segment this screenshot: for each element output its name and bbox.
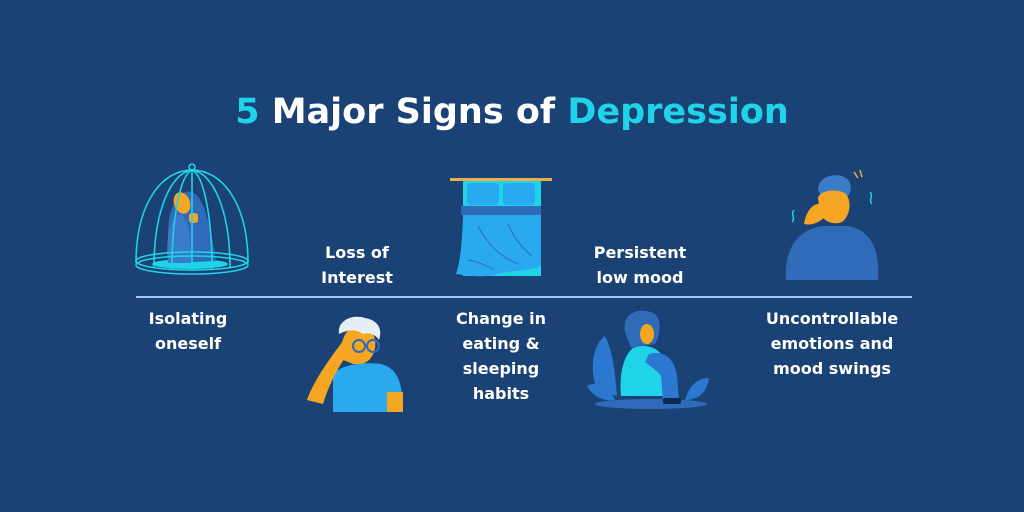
title-number: 5 bbox=[235, 92, 260, 132]
page-title: 5 Major Signs of Depression bbox=[0, 92, 1024, 132]
sitting-sad-woman-icon bbox=[585, 306, 713, 410]
sign-persistent-low-mood: Persistent low mood bbox=[593, 243, 687, 287]
distressed-person-icon bbox=[782, 168, 882, 280]
sign-uncontrollable-emotions: Uncontrollable emotions and mood swings bbox=[765, 309, 899, 378]
title-highlight: Depression bbox=[567, 92, 789, 132]
sign-isolating-oneself: Isolating oneself bbox=[148, 309, 228, 353]
sign-change-in-eating-sleeping: Change in eating & sleeping habits bbox=[455, 309, 547, 403]
sign-loss-of-interest: Loss of Interest bbox=[321, 243, 393, 287]
timeline-divider bbox=[136, 296, 912, 298]
unmade-bed-icon bbox=[448, 176, 554, 282]
title-middle: Major Signs of bbox=[259, 92, 568, 132]
frustrated-elderly-man-icon bbox=[303, 312, 409, 412]
caged-person-icon bbox=[132, 163, 252, 281]
